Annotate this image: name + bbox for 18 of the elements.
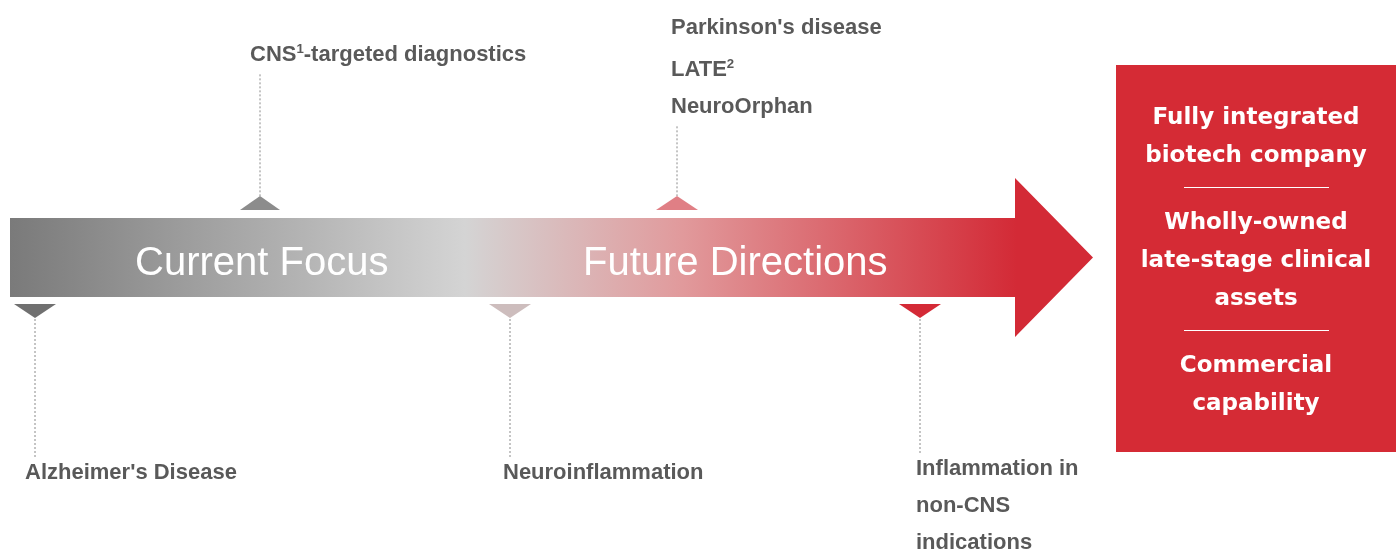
leader-line: [259, 73, 261, 197]
panel-text: Fully integrated biotech company: [1144, 101, 1368, 169]
timeline-label: Neuroinflammation: [503, 458, 704, 486]
arrow-label: Future Directions: [583, 239, 888, 284]
timeline-label: Alzheimer's Disease: [25, 458, 237, 486]
leader-line: [509, 317, 511, 458]
panel-text: Commercial capability: [1178, 349, 1334, 417]
leader-line: [676, 125, 678, 197]
arrow-label: Current Focus: [135, 239, 389, 284]
leader-line: [919, 317, 921, 454]
timeline-label: Parkinson's disease: [671, 13, 882, 41]
leader-line: [34, 317, 36, 458]
highlight-panel: [1116, 65, 1396, 452]
timeline-label: NeuroOrphan: [671, 92, 813, 121]
timeline-label: CNS$^{1}$-targeted diagnostics: [250, 40, 527, 69]
timeline-label: LATE$^{2}$: [671, 55, 735, 84]
panel-text: Wholly-owned late-stage clinical assets: [1139, 206, 1373, 312]
timeline-label: Inflammation in non-CNS indications: [916, 454, 1080, 552]
